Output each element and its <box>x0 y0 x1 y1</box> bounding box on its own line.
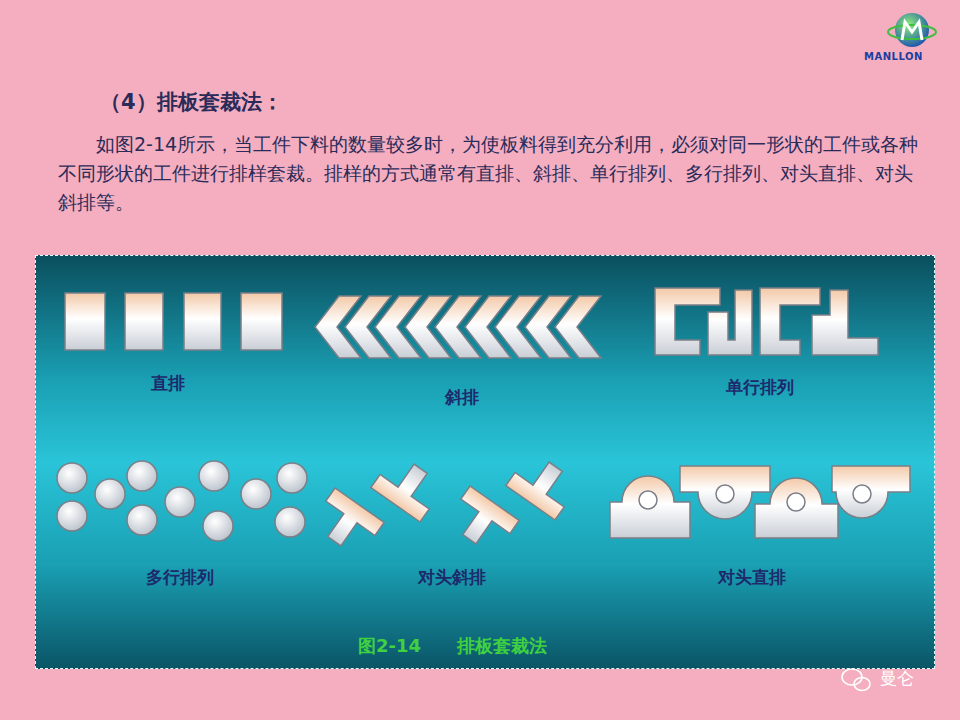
straight-layout-rects <box>65 293 282 350</box>
body-paragraph: 如图2-14所示，当工件下料的数量较多时，为使板料得到充分利用，必须对同一形状的… <box>58 130 920 217</box>
section-title: （4）排板套裁法： <box>100 88 283 116</box>
layout-label: 直排 <box>118 372 218 395</box>
layout-label: 多行排列 <box>120 566 240 589</box>
chevron-piece <box>555 296 601 358</box>
diagonal-layout-chevrons <box>315 296 601 358</box>
layout-label: 对头直排 <box>692 566 812 589</box>
layout-label: 单行排列 <box>700 376 820 399</box>
head-to-head-straight-tabs <box>610 466 910 538</box>
layout-label: 斜排 <box>412 386 512 409</box>
figure-caption: 图2-14 排板套裁法 <box>358 634 547 658</box>
layout-label: 对头斜排 <box>392 566 512 589</box>
wechat-icon <box>842 669 870 691</box>
logo-text: MANLLON <box>864 51 923 62</box>
head-to-head-diagonal-t-shapes <box>310 450 580 559</box>
single-row-l-shapes <box>655 288 878 355</box>
multi-row-circles <box>57 461 307 541</box>
watermark: 曼仑 <box>880 667 914 690</box>
logo-globe <box>888 13 936 47</box>
